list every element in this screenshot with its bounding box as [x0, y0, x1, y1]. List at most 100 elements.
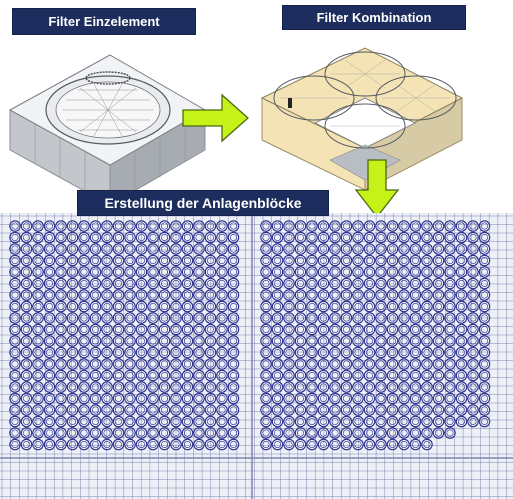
filter-circle-inner: [262, 279, 270, 287]
filter-circle: [283, 300, 295, 313]
filter-circle-inner: [218, 268, 226, 276]
filter-circle: [89, 358, 102, 370]
filter-circle-inner: [354, 360, 362, 368]
filter-circle-inner: [331, 337, 339, 345]
filter-circle-inner: [126, 348, 134, 356]
filter-circle-inner: [262, 348, 270, 356]
filter-circle: [227, 312, 240, 324]
filter-circle: [112, 358, 125, 370]
filter-circle: [421, 404, 433, 416]
filter-circle: [271, 277, 284, 290]
filter-circle: [101, 415, 113, 428]
filter-circle: [227, 300, 240, 313]
filter-circle-inner: [273, 279, 281, 287]
filter-circle: [432, 323, 445, 336]
filter-circle: [78, 358, 90, 370]
filter-circle-inner: [285, 234, 293, 242]
filter-circle-inner: [149, 302, 157, 310]
filter-circle: [444, 254, 456, 267]
filter-circle-inner: [172, 371, 180, 379]
filter-circle: [409, 438, 422, 451]
filter-circle-inner: [411, 325, 419, 333]
filter-circle-inner: [69, 371, 77, 379]
filter-circle-inner: [354, 348, 362, 356]
filter-circle-inner: [457, 256, 465, 264]
filter-circle-inner: [354, 440, 362, 448]
filter-circle: [89, 369, 102, 382]
filter-circle: [170, 231, 182, 244]
filter-circle: [32, 404, 44, 416]
filter-circle-inner: [34, 245, 42, 253]
filter-circle: [20, 369, 33, 382]
filter-circle: [66, 254, 79, 267]
filter-circle-inner: [126, 234, 134, 242]
filter-circle: [112, 289, 125, 301]
filter-circle: [352, 335, 364, 347]
filter-circle: [89, 289, 102, 301]
filter-circle: [170, 289, 182, 301]
filter-circle: [55, 220, 67, 232]
filter-circle-inner: [126, 302, 134, 310]
filter-circle-inner: [34, 406, 42, 414]
filter-circle: [329, 346, 341, 359]
filter-circle: [170, 335, 182, 347]
filter-circle: [260, 438, 272, 451]
filter-circle: [294, 243, 307, 255]
filter-circle-inner: [57, 440, 65, 448]
filter-circle: [317, 346, 330, 359]
filter-circle-inner: [115, 440, 123, 448]
filter-circle-inner: [319, 383, 327, 391]
filter-circle: [32, 323, 44, 336]
filter-circle: [124, 323, 136, 336]
filter-circle-inner: [218, 406, 226, 414]
filter-circle-inner: [172, 302, 180, 310]
filter-circle: [421, 415, 433, 428]
filter-circle-inner: [388, 279, 396, 287]
filter-circle: [455, 415, 468, 428]
filter-circle: [398, 381, 410, 393]
filter-circle-inner: [469, 360, 477, 368]
filter-circle: [112, 231, 125, 244]
filter-circle-inner: [218, 394, 226, 402]
filter-circle-inner: [342, 417, 350, 425]
filter-circle: [363, 312, 376, 324]
filter-circle: [271, 415, 284, 428]
filter-circle-inner: [331, 440, 339, 448]
filter-circle: [112, 277, 125, 290]
filter-circle: [32, 381, 44, 393]
filter-circle: [181, 243, 194, 255]
filter-circle: [340, 358, 353, 370]
filter-circle-inner: [285, 406, 293, 414]
filter-circle: [306, 312, 318, 324]
filter-circle: [363, 277, 376, 290]
filter-circle-inner: [218, 360, 226, 368]
filter-circle: [271, 335, 284, 347]
filter-circle-inner: [331, 222, 339, 230]
filter-circle-inner: [11, 279, 19, 287]
filter-circle: [135, 220, 148, 232]
filter-circle-inner: [342, 383, 350, 391]
filter-circle-inner: [446, 325, 454, 333]
filter-circle: [135, 369, 148, 382]
filter-circle-inner: [11, 348, 19, 356]
filter-circle: [271, 312, 284, 324]
filter-circle-inner: [230, 279, 238, 287]
filter-circle-inner: [161, 440, 169, 448]
filter-circle: [444, 369, 456, 382]
filter-circle-inner: [480, 314, 488, 322]
filter-circle: [260, 392, 272, 405]
filter-circle-inner: [388, 291, 396, 299]
filter-circle-inner: [365, 383, 373, 391]
filter-circle: [363, 220, 376, 232]
filter-circle-inner: [469, 314, 477, 322]
filter-circle: [181, 266, 194, 278]
filter-circle-inner: [69, 234, 77, 242]
filter-circle-inner: [126, 440, 134, 448]
filter-circle: [294, 335, 307, 347]
filter-circle-inner: [354, 417, 362, 425]
filter-circle-inner: [115, 371, 123, 379]
filter-circle: [9, 381, 21, 393]
filter-circle: [306, 427, 318, 439]
filter-circle-inner: [22, 234, 30, 242]
filter-circle: [147, 346, 159, 359]
